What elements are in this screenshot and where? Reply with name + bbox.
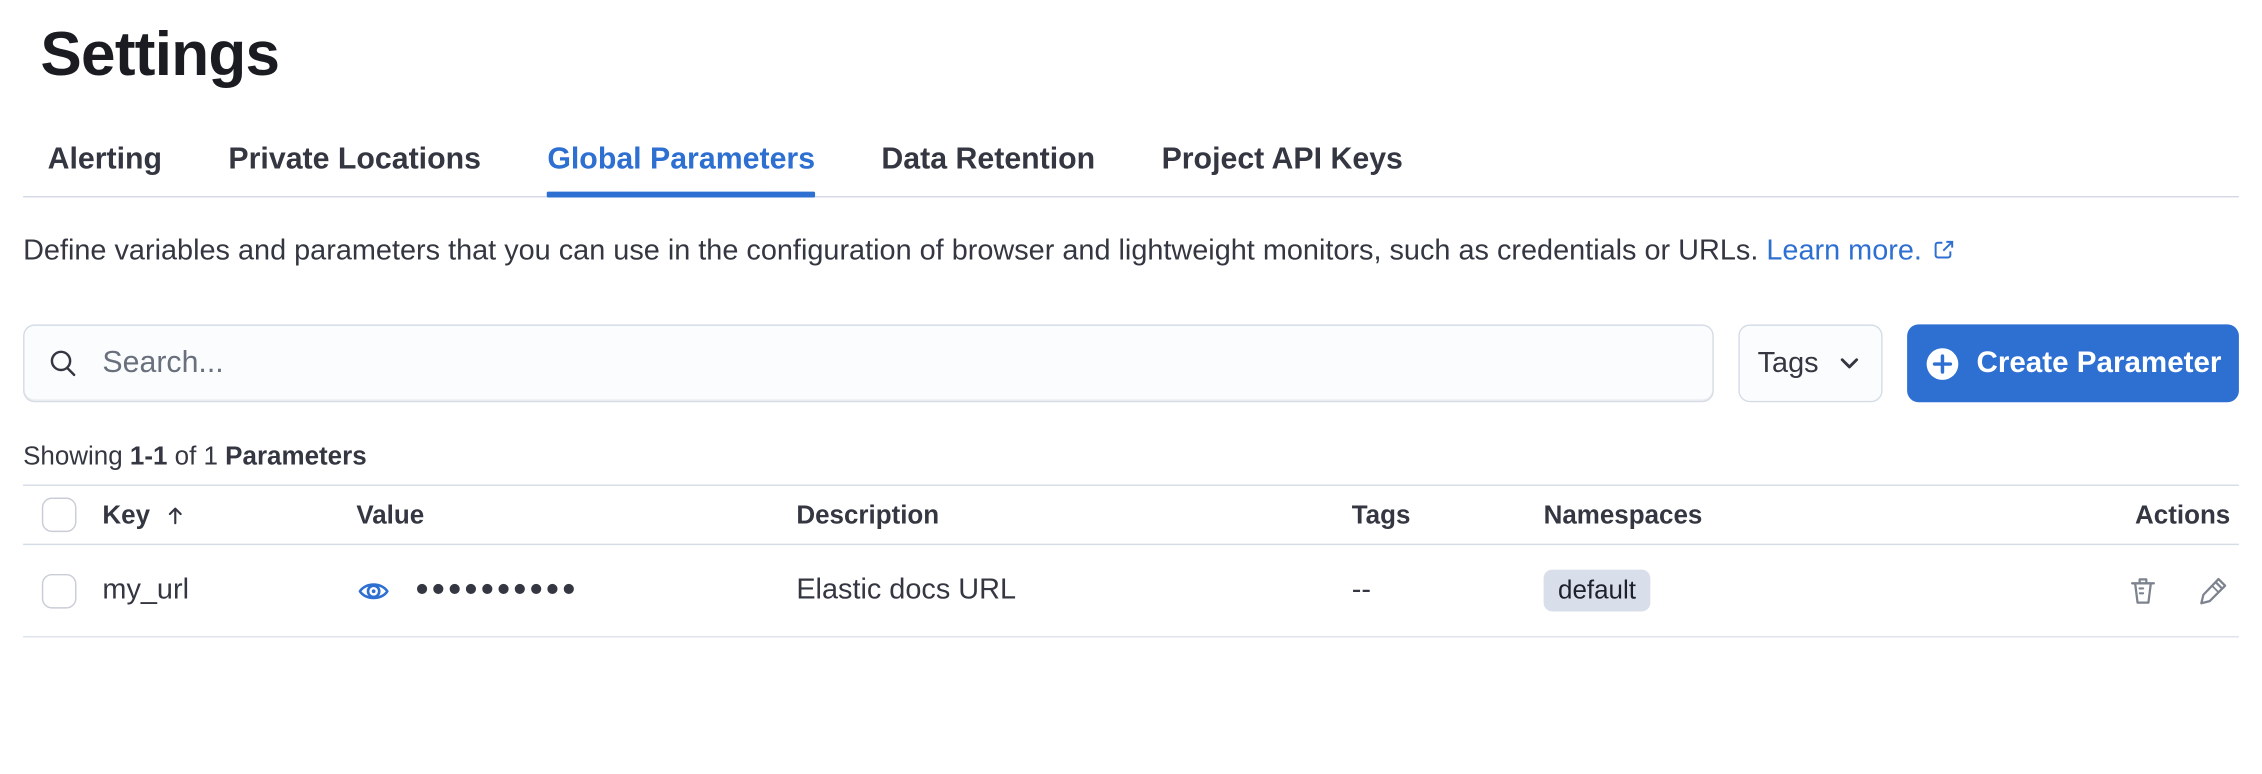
table-header-row: Key Value Description Tags Namespaces Ac… (23, 484, 2239, 546)
parameter-description: Elastic docs URL (796, 573, 1016, 606)
page-title: Settings (40, 20, 280, 90)
parameters-table: Key Value Description Tags Namespaces Ac… (23, 484, 2239, 638)
namespace-badge: default (1543, 569, 1651, 612)
table-row: my_url •••••••••• Elastic docs URL -- de… (23, 545, 2239, 638)
settings-tabs: Alerting Private Locations Global Parame… (23, 143, 2239, 198)
external-link-icon (1935, 240, 1954, 259)
synthetics-settings-page: Settings Alerting Private Locations Glob… (0, 20, 2262, 774)
learn-more-link[interactable]: Learn more. (1766, 235, 1956, 267)
summary-of: of 1 (174, 441, 218, 471)
toolbar: Tags Create Parameter (23, 324, 2239, 403)
tab-global-parameters[interactable]: Global Parameters (547, 143, 815, 198)
learn-more-label: Learn more. (1766, 234, 1922, 267)
parameter-namespaces: default (1543, 569, 2020, 612)
create-parameter-button[interactable]: Create Parameter (1907, 324, 2239, 403)
summary-range: 1-1 (129, 441, 168, 471)
parameter-value-cell: •••••••••• (356, 569, 796, 612)
plus-in-circle-icon (1926, 347, 1959, 380)
delete-parameter-button[interactable] (2126, 574, 2159, 607)
reveal-value-button[interactable] (356, 573, 391, 608)
eye-icon (358, 582, 389, 599)
tab-alerting[interactable]: Alerting (48, 143, 162, 196)
column-header-namespaces: Namespaces (1543, 499, 1703, 529)
row-actions (2020, 574, 2239, 607)
column-header-value: Value (356, 499, 425, 529)
edit-parameter-button[interactable] (2197, 574, 2230, 607)
search-icon (50, 350, 76, 377)
tags-filter-button[interactable]: Tags (1738, 324, 1883, 403)
masked-value: •••••••••• (415, 566, 579, 610)
select-all-checkbox[interactable] (41, 497, 77, 533)
column-header-description: Description (796, 499, 940, 529)
tags-filter-label: Tags (1757, 346, 1819, 379)
search-input[interactable] (99, 344, 1690, 383)
column-header-tags: Tags (1351, 499, 1411, 529)
chevron-down-icon (1840, 358, 1858, 369)
tabs-bar: Alerting Private Locations Global Parame… (23, 143, 2239, 198)
column-header-key[interactable]: Key (102, 500, 356, 530)
description: Define variables and parameters that you… (23, 229, 2129, 274)
description-text: Define variables and parameters that you… (23, 234, 1759, 267)
summary-showing: Showing (23, 441, 123, 471)
summary-noun: Parameters (225, 441, 367, 471)
parameter-key: my_url (102, 573, 190, 606)
column-header-actions: Actions (2135, 499, 2231, 529)
search-box[interactable] (23, 324, 1714, 403)
tab-private-locations[interactable]: Private Locations (228, 143, 481, 196)
sort-ascending-icon (168, 506, 182, 524)
pencil-icon (2200, 577, 2227, 605)
results-summary: Showing 1-1 of 1 Parameters (23, 441, 2239, 471)
parameter-tags: -- (1351, 573, 1371, 606)
trash-icon (2130, 578, 2155, 604)
row-checkbox[interactable] (41, 573, 77, 608)
tab-data-retention[interactable]: Data Retention (881, 143, 1095, 196)
column-header-key-label: Key (102, 499, 151, 529)
create-parameter-label: Create Parameter (1976, 346, 2222, 380)
tab-project-api-keys[interactable]: Project API Keys (1162, 143, 1403, 196)
